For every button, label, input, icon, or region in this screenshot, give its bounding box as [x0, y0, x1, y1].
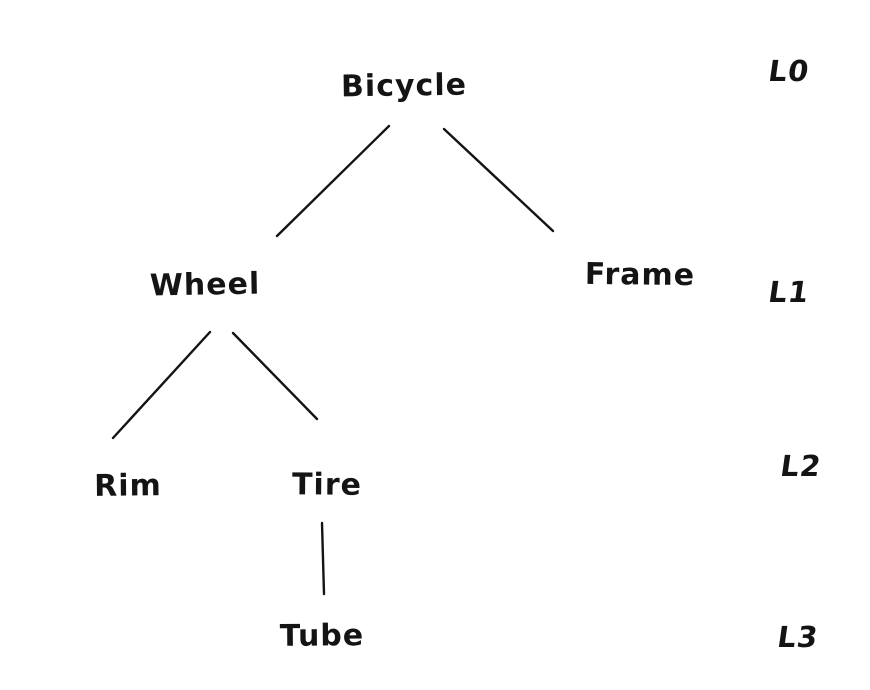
level-label-l0: L0 [766, 54, 812, 88]
edge-tire-tube [320, 521, 326, 596]
node-frame: Frame [584, 256, 696, 294]
node-bicycle: Bicycle [340, 67, 468, 105]
level-label-l1: L1 [766, 275, 812, 309]
node-rim: Rim [93, 468, 163, 504]
level-label-l2: L2 [778, 449, 824, 483]
edge-wheel-rim [111, 330, 212, 440]
node-wheel: Wheel [149, 266, 261, 304]
edge-bicycle-wheel [275, 124, 391, 238]
edge-bicycle-frame [442, 127, 555, 233]
edge-wheel-tire [231, 331, 319, 421]
node-tube: Tube [279, 618, 365, 654]
node-tire: Tire [291, 467, 363, 503]
level-label-l3: L3 [775, 620, 821, 654]
